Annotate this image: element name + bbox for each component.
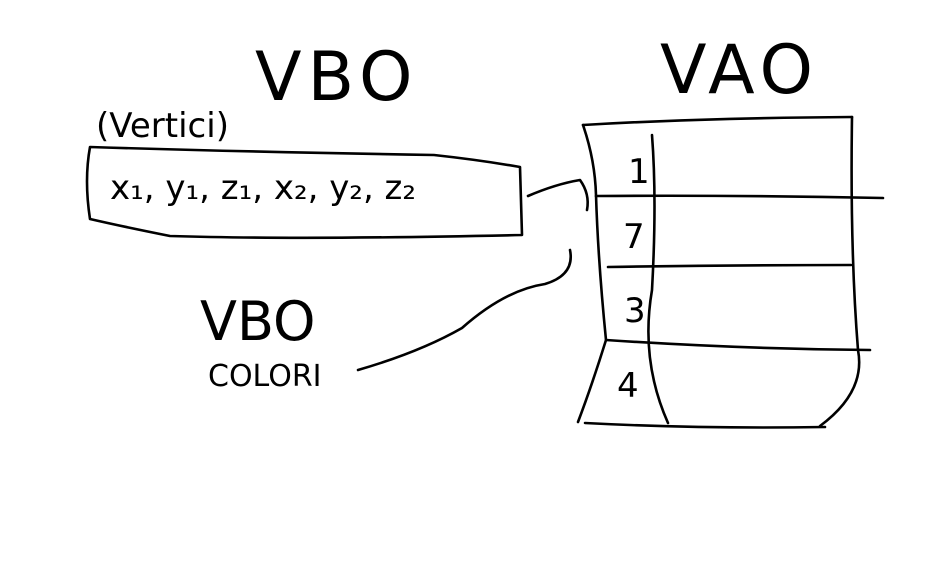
vao-slot-3-label: 3: [624, 291, 646, 331]
vao-table: [576, 115, 885, 429]
vao-slot-4-label: 4: [617, 366, 639, 406]
vbo-buffer-box: [85, 145, 524, 240]
vbo-colori-subtitle: COLORI: [208, 359, 322, 394]
vao-title: VAO: [660, 31, 819, 110]
vbo-buffer-content: x₁, y₁, z₁, x₂, y₂, z₂: [110, 168, 416, 208]
vbo-colori-title: VBO: [200, 290, 316, 353]
arrow-colori-to-slot-2: [356, 248, 572, 372]
vbo-title: VBO: [255, 38, 419, 117]
vao-slot-2-label: 7: [623, 217, 645, 257]
vbo-subtitle: (Vertici): [96, 106, 229, 146]
vao-slot-1-label: 1: [628, 152, 650, 192]
arrow-vertici-to-slot-1: [526, 178, 589, 212]
